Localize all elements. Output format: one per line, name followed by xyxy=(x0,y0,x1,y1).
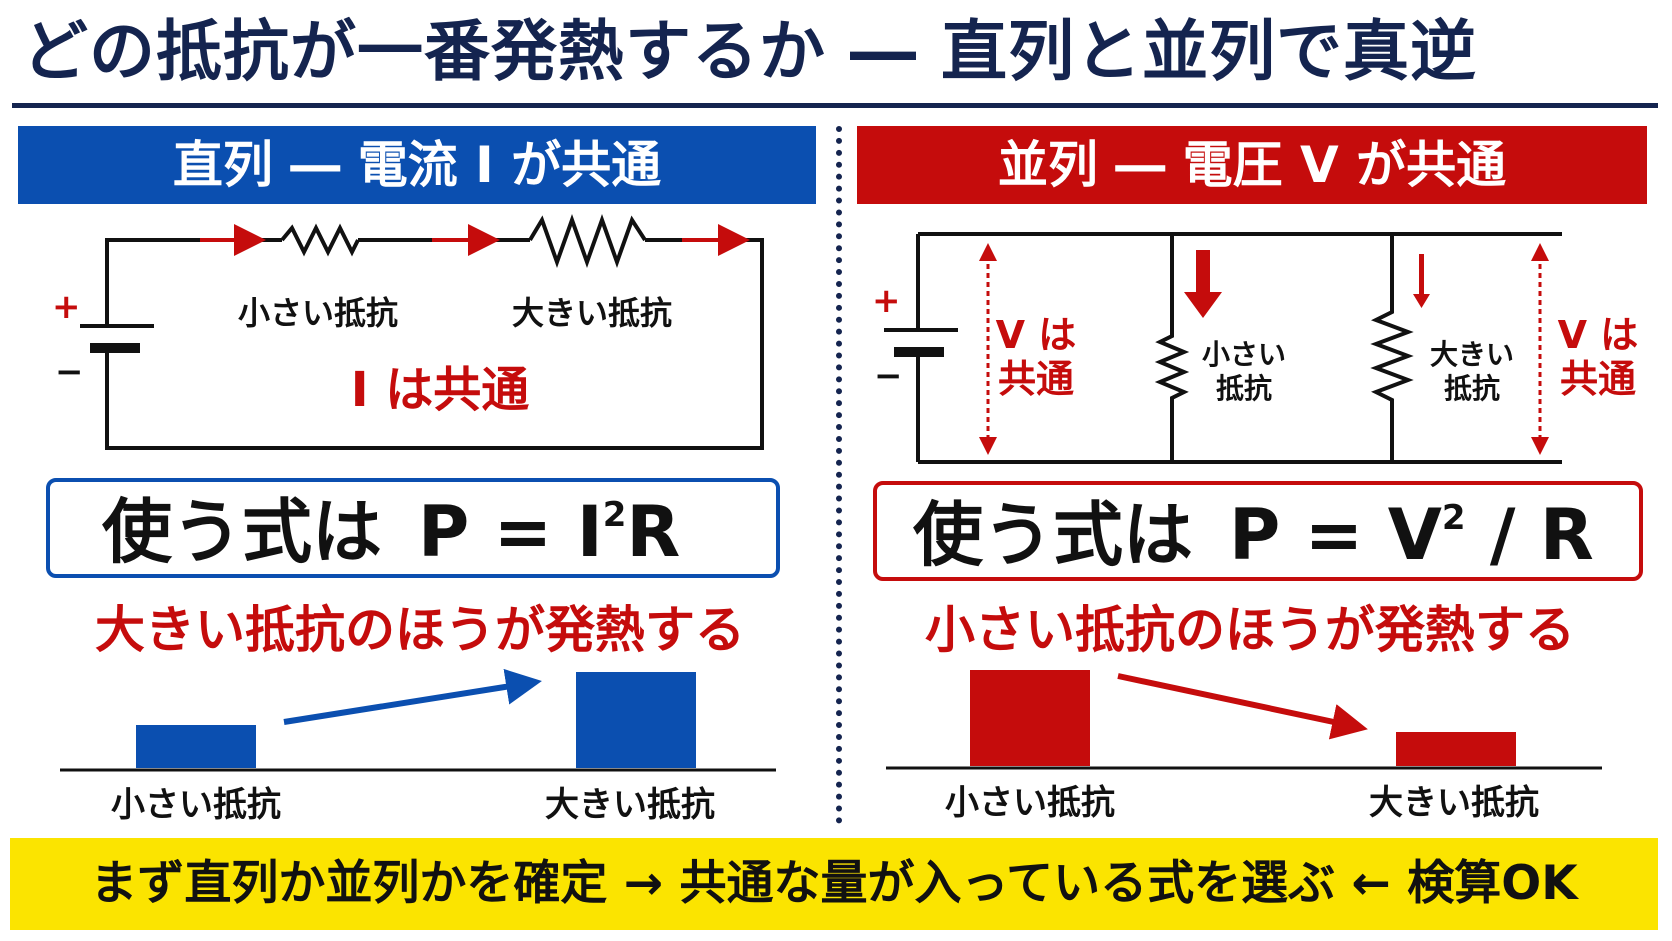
parallel-header: 並列 ― 電圧 V が共通 xyxy=(857,126,1647,204)
series-battery-minus: − xyxy=(55,352,84,392)
series-trend-arrow xyxy=(283,668,542,725)
parallel-formula-prefix: 使う式は xyxy=(913,494,1193,576)
series-conclusion: 大きい抵抗のほうが発熱する xyxy=(95,601,745,659)
series-wire-top xyxy=(105,238,282,255)
series-bar-label-small: 小さい抵抗 xyxy=(111,785,281,825)
parallel-resistor-small-l1: 小さい xyxy=(1202,338,1286,371)
series-resistor-small-label: 小さい抵抗 xyxy=(238,294,398,332)
current-arrow-large-branch xyxy=(1413,254,1430,308)
parallel-resistor-small-l2: 抵抗 xyxy=(1216,372,1272,405)
parallel-battery-plus: + xyxy=(872,281,901,321)
parallel-bar-label-small: 小さい抵抗 xyxy=(945,783,1115,823)
parallel-battery-minus: − xyxy=(874,356,903,396)
series-battery xyxy=(80,324,154,353)
parallel-trend-arrow xyxy=(1117,673,1368,740)
parallel-bar-large xyxy=(1396,732,1516,766)
series-resistor-large xyxy=(528,214,647,268)
series-bar-small xyxy=(136,725,256,768)
parallel-bar-small xyxy=(970,670,1090,766)
series-bar-label-large: 大きい抵抗 xyxy=(545,785,715,825)
series-formula-lhs: P = I xyxy=(418,491,603,573)
series-common-note: I は共通 xyxy=(351,362,530,418)
parallel-resistor-large-l2: 抵抗 xyxy=(1444,372,1500,405)
parallel-formula-lhs: P = V xyxy=(1229,494,1442,576)
footer-summary: まず直列か並列かを確定 → 共通な量が入っている式を選ぶ ← 検算OK xyxy=(10,838,1658,930)
page-title: どの抵抗が一番発熱するか ― 直列と並列で真逆 xyxy=(22,13,1477,90)
parallel-branch-small xyxy=(1154,234,1190,462)
series-formula-exp: 2 xyxy=(602,495,627,535)
parallel-formula-exp: 2 xyxy=(1441,498,1466,538)
v-note-right-l1: V は xyxy=(1558,313,1639,357)
series-battery-plus: + xyxy=(52,287,81,327)
series-formula-box: 使う式は P = I2R xyxy=(46,478,780,578)
parallel-formula-box: 使う式は P = V2 / R xyxy=(873,481,1643,581)
series-formula-rhs: R xyxy=(626,491,681,573)
v-note-left-l1: V は xyxy=(996,313,1077,357)
parallel-circuit xyxy=(916,232,1562,464)
parallel-voltage-arrows xyxy=(979,243,1549,455)
parallel-current-arrows xyxy=(1184,250,1430,318)
series-header: 直列 ― 電流 I が共通 xyxy=(18,126,816,204)
v-note-right-l2: 共通 xyxy=(1560,357,1636,401)
parallel-branch-large xyxy=(1370,234,1414,462)
v-note-left-l2: 共通 xyxy=(998,357,1074,401)
parallel-bar-label-large: 大きい抵抗 xyxy=(1369,783,1539,823)
series-resistor-large-label: 大きい抵抗 xyxy=(512,294,672,332)
title-underline xyxy=(12,103,1658,108)
center-divider xyxy=(836,126,842,824)
parallel-conclusion: 小さい抵抗のほうが発熱する xyxy=(925,601,1575,659)
parallel-resistor-large-l1: 大きい xyxy=(1430,338,1514,371)
series-bar-large xyxy=(576,672,696,768)
parallel-battery xyxy=(884,328,958,357)
series-formula-prefix: 使う式は xyxy=(102,491,382,573)
parallel-formula-rhs: / R xyxy=(1465,494,1594,576)
current-arrow-small-branch xyxy=(1184,250,1222,318)
series-resistor-small xyxy=(280,223,360,257)
